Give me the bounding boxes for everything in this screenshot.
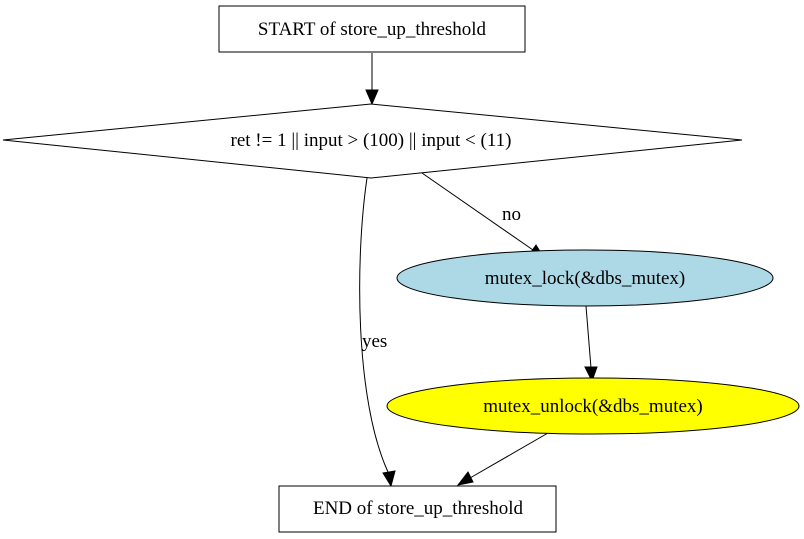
unlock-ellipse: [386, 377, 800, 435]
unlock-label: mutex_unlock(&dbs_mutex): [483, 396, 703, 417]
node-end: END of store_up_threshold: [278, 485, 557, 533]
start-box: [218, 5, 526, 53]
edge-condition-to-end: yes: [359, 177, 396, 488]
edge-start-to-condition: [365, 53, 379, 106]
node-condition: ret != 1 || input > (100) || input < (11…: [2, 103, 743, 179]
lock-label: mutex_lock(&dbs_mutex): [485, 268, 686, 289]
condition-diamond: [2, 103, 743, 179]
edge-label-yes: yes: [362, 331, 387, 352]
edge-unlock-to-end: [456, 432, 549, 486]
edge-label-no: no: [502, 204, 521, 225]
end-box: [278, 485, 557, 533]
condition-label: ret != 1 || input > (100) || input < (11…: [231, 130, 512, 151]
node-unlock: mutex_unlock(&dbs_mutex): [386, 377, 800, 435]
start-label: START of store_up_threshold: [258, 19, 487, 40]
node-lock: mutex_lock(&dbs_mutex): [396, 249, 774, 307]
lock-ellipse: [396, 249, 774, 307]
edge-lock-to-unlock: [584, 305, 598, 383]
edge-condition-to-lock: no: [421, 172, 546, 259]
end-label: END of store_up_threshold: [313, 498, 524, 519]
node-start: START of store_up_threshold: [218, 5, 526, 53]
